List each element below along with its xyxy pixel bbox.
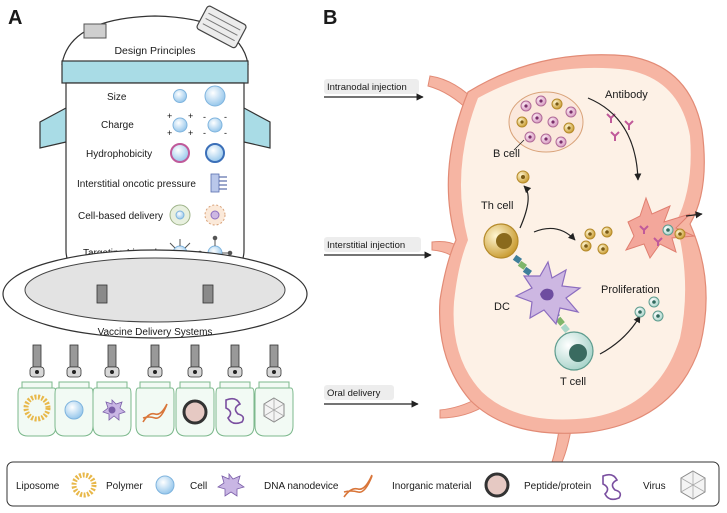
antibody-icons bbox=[606, 113, 634, 141]
vial-row bbox=[17, 344, 294, 437]
t-cell-label: T cell bbox=[560, 376, 586, 388]
svg-text:+: + bbox=[188, 128, 193, 138]
tank-cap-band bbox=[61, 60, 249, 84]
route-interstitial: Interstitial injection bbox=[324, 237, 432, 259]
size-icons bbox=[173, 85, 226, 107]
svg-text:-: - bbox=[224, 112, 227, 122]
right-handle bbox=[243, 107, 271, 149]
target-cell bbox=[624, 196, 703, 260]
panel-a-label: A bbox=[8, 7, 22, 29]
valve-port bbox=[83, 23, 107, 39]
cell-based-icons bbox=[169, 204, 226, 226]
gold-cell-cluster bbox=[580, 226, 613, 255]
virus-icon bbox=[680, 470, 706, 500]
b-cell-label: B cell bbox=[493, 148, 520, 160]
vial-dna bbox=[135, 344, 175, 437]
legend-label: Cell bbox=[190, 481, 207, 492]
legend-label: Virus bbox=[643, 481, 666, 492]
proliferation-label: Proliferation bbox=[601, 284, 660, 296]
route-intranodal: Intranodal injection bbox=[324, 79, 424, 101]
proliferation-arrow bbox=[599, 315, 641, 355]
design-row-label: Hydrophobicity bbox=[86, 149, 152, 160]
dna-icon bbox=[343, 474, 373, 498]
legend-label: Peptide/protein bbox=[524, 481, 591, 492]
liposome-icon bbox=[71, 472, 97, 498]
left-handle bbox=[39, 107, 67, 149]
svg-text:-: - bbox=[203, 128, 206, 138]
reactor-tank: Design Principles bbox=[39, 5, 271, 273]
vial-cell bbox=[92, 344, 132, 437]
cell-icon bbox=[217, 472, 245, 497]
svg-text:+: + bbox=[167, 128, 172, 138]
legend-label: Polymer bbox=[106, 481, 143, 492]
hydrophobicity-icons bbox=[170, 143, 225, 163]
dendritic-cell bbox=[514, 260, 582, 326]
vial-polymer bbox=[54, 344, 94, 437]
inorganic-icon bbox=[484, 472, 510, 498]
svg-text:-: - bbox=[203, 112, 206, 122]
charge-icons: + + + + - - - - bbox=[167, 111, 227, 138]
lymph-node bbox=[427, 54, 707, 463]
vial-liposome bbox=[17, 344, 57, 437]
design-row-label: Size bbox=[107, 92, 127, 103]
route-oral: Oral delivery bbox=[324, 385, 419, 408]
pressure-icon bbox=[210, 173, 227, 193]
th-cell-nucleus bbox=[496, 233, 512, 249]
design-principles-title: Design Principles bbox=[114, 45, 195, 57]
legend-label: Liposome bbox=[16, 481, 60, 492]
vial-inorganic bbox=[175, 344, 215, 437]
legend-items: Liposome Polymer Cell DNA nanodevice Ino… bbox=[16, 470, 706, 501]
immune-synapse-upper bbox=[512, 254, 532, 276]
svg-text:-: - bbox=[224, 128, 227, 138]
antibody-label: Antibody bbox=[605, 89, 648, 101]
th-to-target-arrow bbox=[533, 227, 576, 241]
route-label: Intranodal injection bbox=[327, 82, 407, 93]
design-row-label: Cell-based delivery bbox=[78, 211, 163, 222]
route-label: Interstitial injection bbox=[327, 240, 405, 251]
t-cell-nucleus bbox=[569, 344, 587, 362]
design-row-label: Interstitial oncotic pressure bbox=[77, 179, 196, 190]
b-cell-pointer bbox=[513, 139, 525, 151]
th-to-b-arrow bbox=[519, 185, 532, 229]
peptide-icon bbox=[602, 473, 622, 501]
proliferating-t-cells bbox=[634, 296, 664, 322]
th-cell-label: Th cell bbox=[481, 200, 513, 212]
platform-label: Vaccine Delivery Systems bbox=[98, 327, 213, 338]
svg-text:+: + bbox=[167, 111, 172, 121]
legend-label: DNA nanodevice bbox=[264, 481, 339, 492]
design-row-label: Charge bbox=[101, 120, 134, 131]
delivery-platform: Vaccine Delivery Systems bbox=[2, 249, 308, 339]
activated-cell-nucleus bbox=[521, 175, 525, 179]
route-label: Oral delivery bbox=[327, 388, 381, 399]
panel-b-label: B bbox=[323, 7, 337, 29]
tank-lid bbox=[196, 5, 247, 49]
b-cell-follicle bbox=[508, 91, 584, 153]
svg-text:+: + bbox=[188, 111, 193, 121]
vial-virus bbox=[254, 344, 294, 437]
dc-label: DC bbox=[494, 301, 510, 313]
polymer-icon bbox=[155, 475, 175, 495]
legend-box bbox=[6, 461, 720, 507]
legend-label: Inorganic material bbox=[392, 481, 471, 492]
vial-peptide bbox=[215, 344, 255, 437]
antibody-arrow bbox=[587, 97, 642, 181]
